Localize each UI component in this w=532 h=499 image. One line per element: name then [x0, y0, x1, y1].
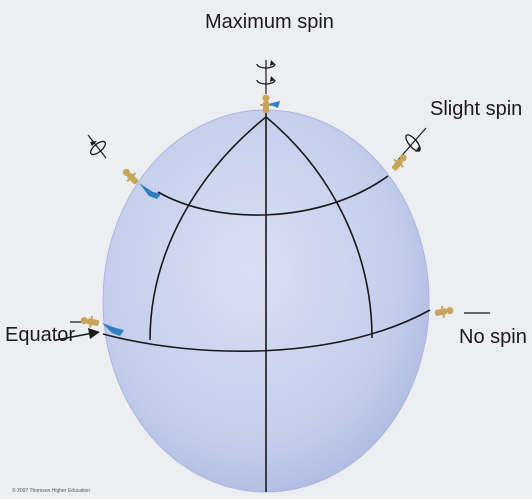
meridian-right — [265, 116, 373, 339]
equator-pointer-arrow — [55, 328, 100, 341]
latitude-line — [157, 175, 389, 216]
slight-spin-label: Slight spin — [430, 98, 523, 120]
copyright-credit: © 2007 Thomson Higher Education — [12, 488, 91, 494]
direction-arrow-icon — [268, 101, 280, 108]
pendulum-figure-icon — [392, 154, 407, 171]
equator-label: Equator — [5, 324, 76, 346]
pendulum-figure-icon — [122, 168, 139, 185]
pendulum-figure-icon — [434, 305, 454, 318]
rotation-arrow-icon — [256, 60, 276, 94]
direction-arrow-icon — [139, 183, 161, 199]
direction-arrow-icon — [102, 323, 124, 336]
maximum-spin-label: Maximum spin — [205, 11, 334, 33]
pendulum-figure-icon — [80, 315, 100, 328]
pendulum-figure-icon — [260, 94, 272, 113]
meridian-left — [149, 116, 267, 341]
rotation-arrow-icon — [87, 134, 107, 159]
no-spin-label: No spin — [459, 326, 527, 348]
equator-line — [102, 309, 431, 353]
